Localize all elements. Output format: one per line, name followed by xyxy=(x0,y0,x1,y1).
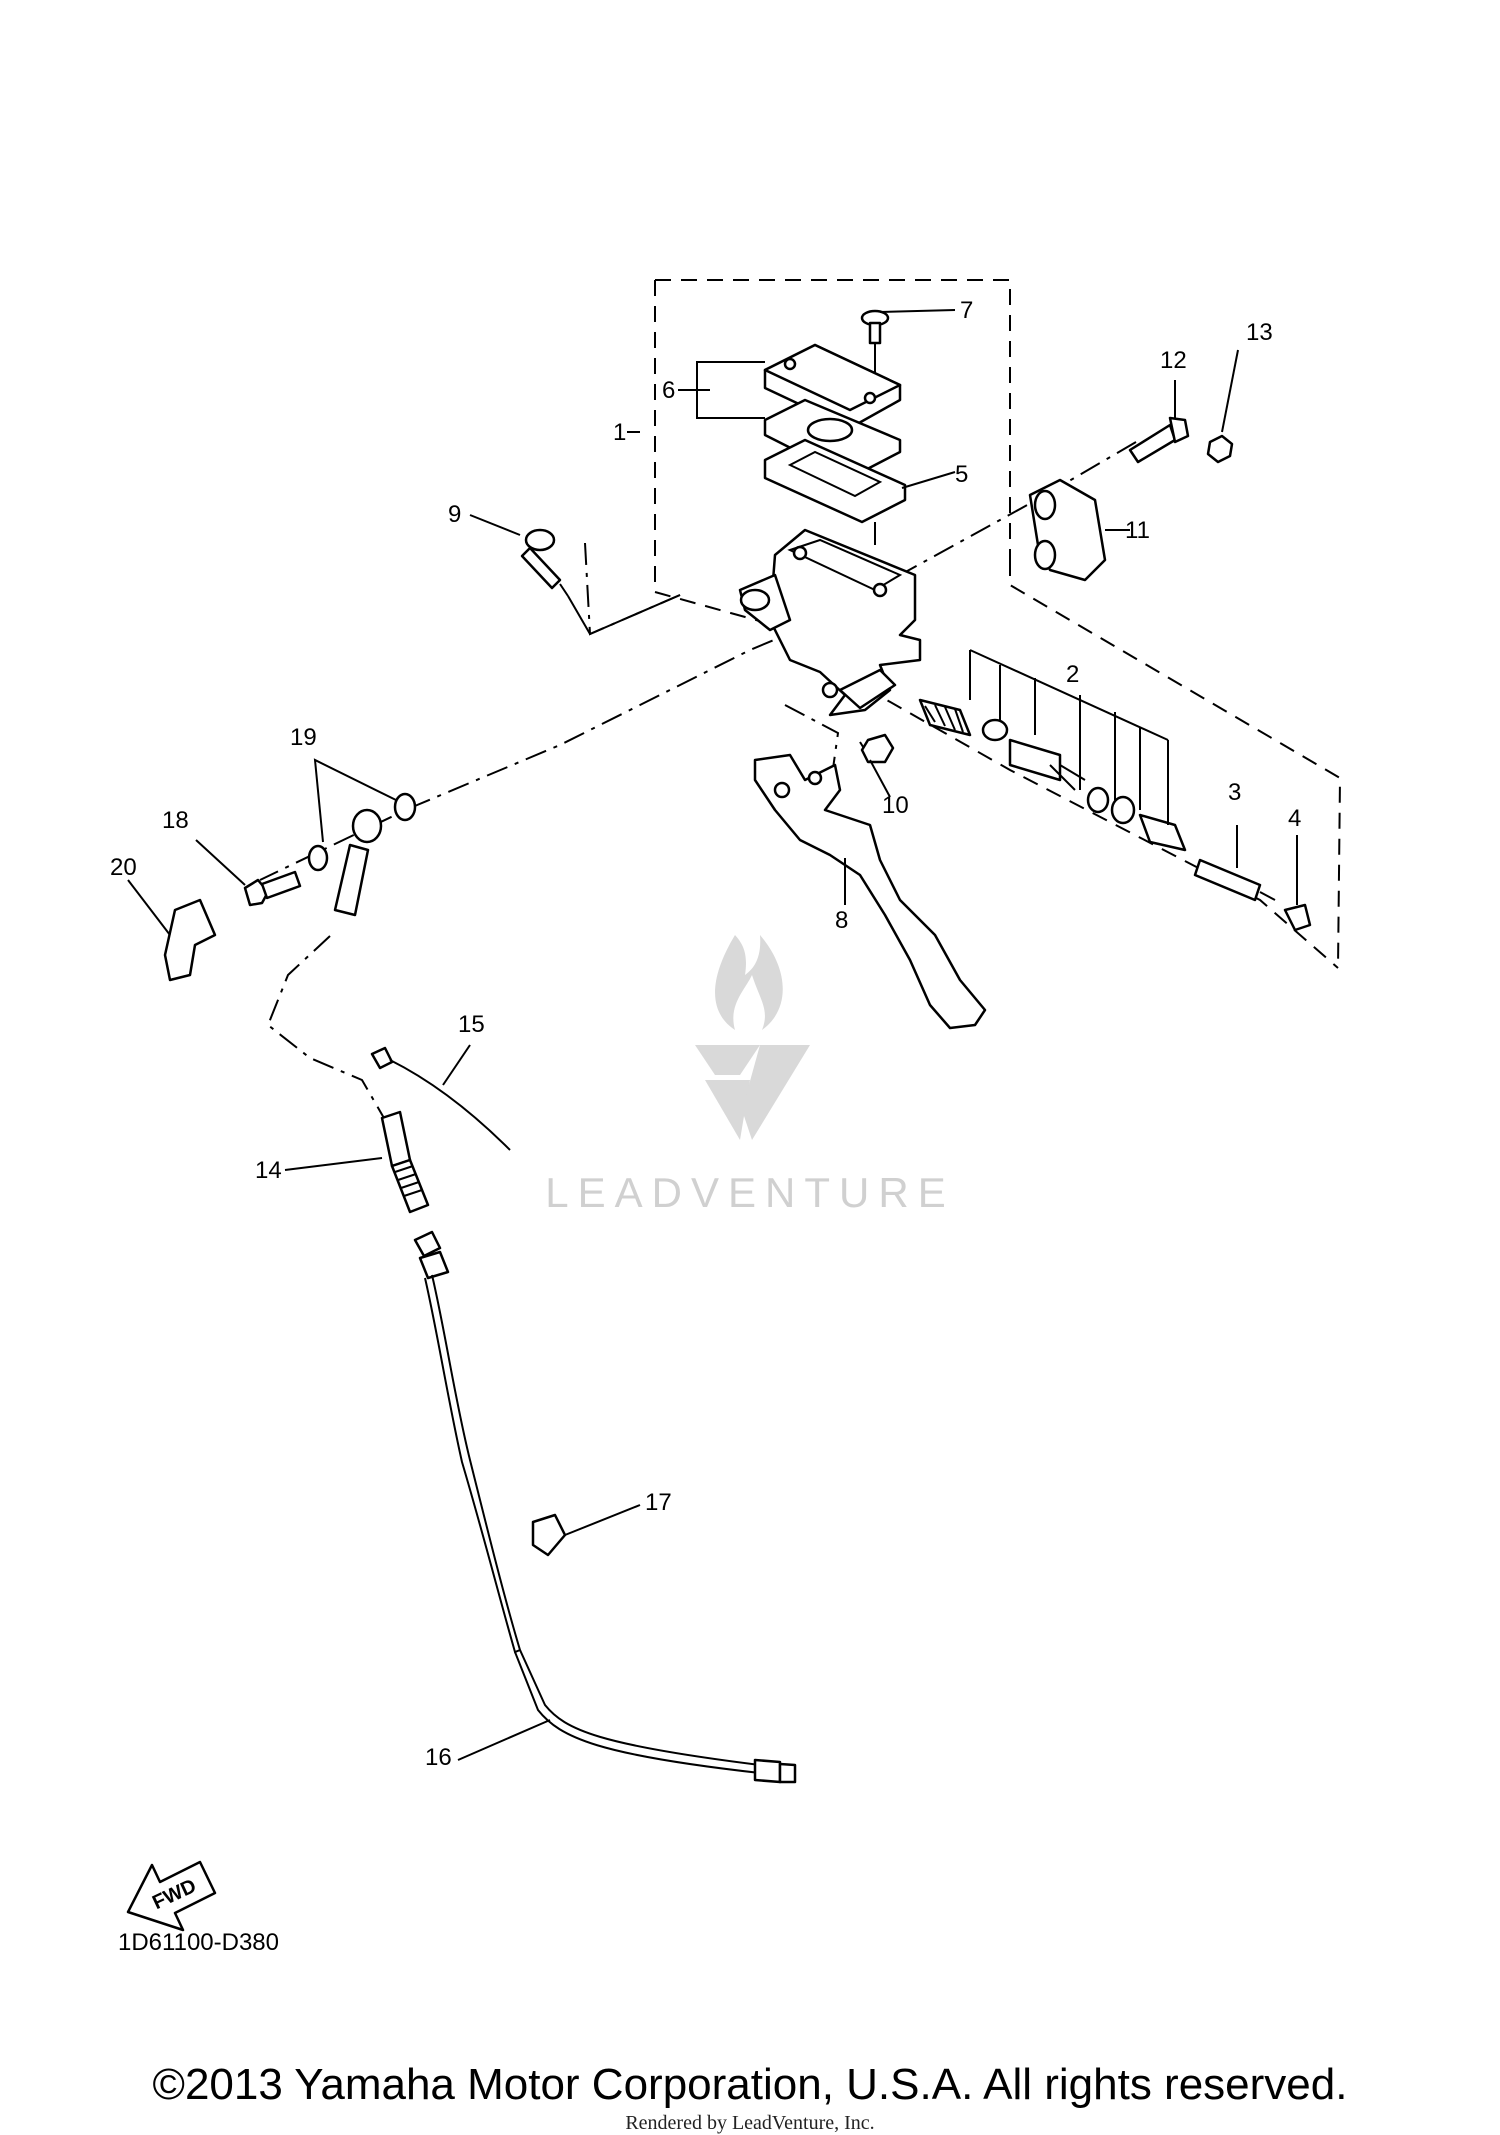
callout-7: 7 xyxy=(960,297,973,324)
callout-13: 13 xyxy=(1246,319,1273,346)
callout-16: 16 xyxy=(425,1744,452,1771)
leader-lines xyxy=(469,309,956,798)
fwd-arrow-icon: FWD xyxy=(126,1860,217,1932)
callout-19: 19 xyxy=(290,724,317,751)
part-5-diaphragm xyxy=(763,438,907,545)
copyright-text: ©2013 Yamaha Motor Corporation, U.S.A. A… xyxy=(152,2060,1348,2109)
assembly-lines xyxy=(259,441,1137,1126)
part-19-washers xyxy=(307,758,417,872)
watermark-text: LEADVENTURE xyxy=(545,1169,954,1216)
part-20-cap xyxy=(127,879,217,982)
callout-4: 4 xyxy=(1288,805,1301,832)
callout-14: 14 xyxy=(255,1157,282,1184)
part-14-hose-fitting xyxy=(284,808,430,1214)
part-12-bolt xyxy=(1128,380,1190,464)
callout-1: 1 xyxy=(613,419,626,446)
part-17-clamp xyxy=(531,1504,641,1557)
part-3-push-rod xyxy=(1193,825,1276,902)
leadventure-watermark: LEADVENTURE xyxy=(545,935,954,1216)
diagram-code: 1D61100-D380 xyxy=(118,1929,279,1956)
part-18-bolt xyxy=(195,839,302,907)
part-8-lever xyxy=(753,753,987,1030)
part-10-nut xyxy=(860,733,895,764)
callout-10: 10 xyxy=(882,792,909,819)
callout-15: 15 xyxy=(458,1011,485,1038)
callout-3: 3 xyxy=(1228,779,1241,806)
part-11-holder xyxy=(1028,478,1130,582)
part-13-nut xyxy=(1206,349,1239,464)
rendered-by-text: Rendered by LeadVenture, Inc. xyxy=(625,2112,875,2134)
part-16-brake-hose xyxy=(413,1230,797,1784)
part-4-boot xyxy=(1283,835,1312,932)
part-6-reservoir-cap xyxy=(763,343,902,480)
callout-6: 6 xyxy=(662,377,675,404)
part-7-screw xyxy=(860,309,890,392)
callout-11: 11 xyxy=(1125,517,1150,544)
master-cylinder-body xyxy=(738,528,922,717)
part-2-piston-kit xyxy=(918,649,1187,852)
callout-12: 12 xyxy=(1160,347,1187,374)
part-15-cable-tie xyxy=(370,1044,511,1151)
callout-20: 20 xyxy=(110,854,137,881)
callout-2: 2 xyxy=(1066,661,1079,688)
callout-5: 5 xyxy=(955,461,968,488)
callout-9: 9 xyxy=(448,501,461,528)
callout-17: 17 xyxy=(645,1489,672,1516)
callout-8: 8 xyxy=(835,907,848,934)
callout-18: 18 xyxy=(162,807,189,834)
part-9-banjo-bolt xyxy=(520,528,681,636)
callout-labels: 1 2 3 4 5 6 7 8 9 10 11 12 13 14 15 16 1… xyxy=(110,297,1301,1771)
